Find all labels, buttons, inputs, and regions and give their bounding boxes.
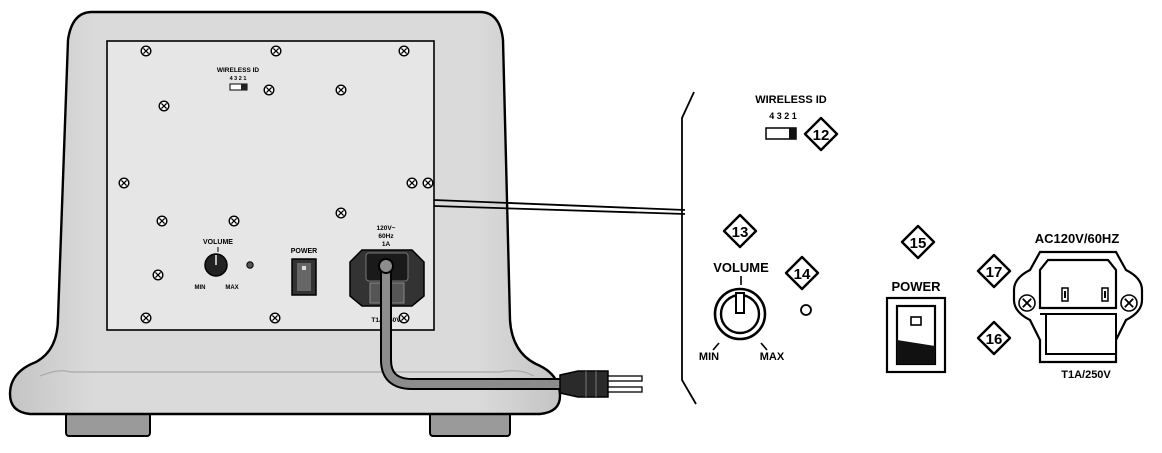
cabinet-base-highlight xyxy=(39,370,535,377)
detail-volume-label: VOLUME xyxy=(713,260,769,275)
detail-view: WIRELESS ID 4 3 2 1 12 13 VOLUME MIN MAX xyxy=(699,94,1144,381)
detail-wireless-id-digits: 4 3 2 1 xyxy=(769,111,797,121)
panel-power: POWER xyxy=(291,248,317,296)
callout-12-number: 12 xyxy=(813,127,830,144)
panel-volume-min: MIN xyxy=(195,285,206,291)
detail-fuse-label: T1A/250V xyxy=(1061,369,1111,381)
callout-16-number: 16 xyxy=(986,331,1003,348)
zoom-bracket xyxy=(433,91,697,405)
detail-ac-rating: AC120V/60HZ xyxy=(1035,231,1120,246)
detail-ac-screw-left xyxy=(1018,294,1036,312)
power-cord xyxy=(378,258,643,398)
panel-frequency: 60Hz xyxy=(378,233,394,240)
panel-wireless-id-digits: 4 3 2 1 xyxy=(230,76,247,82)
callout-12: 12 xyxy=(803,116,839,152)
detail-fuse-holder xyxy=(1045,313,1117,355)
callout-17: 17 xyxy=(976,253,1012,289)
detail-volume-max: MAX xyxy=(760,351,785,363)
power-plug xyxy=(559,370,609,398)
detail-wireless-id-label: WIRELESS ID xyxy=(755,94,827,106)
panel-power-label: POWER xyxy=(291,248,317,255)
detail-ac-socket xyxy=(1038,258,1118,310)
callout-17-number: 17 xyxy=(986,264,1003,281)
detail-led: 14 xyxy=(784,255,820,316)
subwoofer-cabinet: WIRELESS ID 4 3 2 1 VOLUME MIN MAX POWER… xyxy=(8,10,643,437)
panel-volume-max: MAX xyxy=(225,285,238,291)
callout-14: 14 xyxy=(784,255,820,291)
detail-volume: 13 VOLUME MIN MAX xyxy=(699,213,785,363)
callout-13: 13 xyxy=(722,213,758,249)
panel-wireless-id: WIRELESS ID 4 3 2 1 xyxy=(217,67,260,91)
callout-15: 15 xyxy=(900,224,936,260)
detail-led-indicator xyxy=(800,304,812,316)
detail-ac-screw-right xyxy=(1120,294,1138,312)
panel-volume-label: VOLUME xyxy=(203,239,233,246)
callout-15-number: 15 xyxy=(910,235,927,252)
panel-voltage: 120V~ xyxy=(377,225,396,232)
panel-volume: VOLUME MIN MAX xyxy=(195,239,239,291)
panel-led xyxy=(246,261,254,269)
callout-16: 16 xyxy=(976,320,1012,356)
detail-power-label: POWER xyxy=(891,279,941,294)
panel-current: 1A xyxy=(382,241,391,248)
callout-14-number: 14 xyxy=(794,266,811,283)
detail-volume-min: MIN xyxy=(699,351,719,363)
detail-ac-inlet: AC120V/60HZ 17 16 T1A/250V xyxy=(976,231,1144,381)
callout-13-number: 13 xyxy=(732,224,749,241)
detail-wireless-id: WIRELESS ID 4 3 2 1 12 xyxy=(755,94,839,152)
detail-power: 15 POWER xyxy=(885,224,947,374)
panel-wireless-id-label: WIRELESS ID xyxy=(217,67,260,74)
